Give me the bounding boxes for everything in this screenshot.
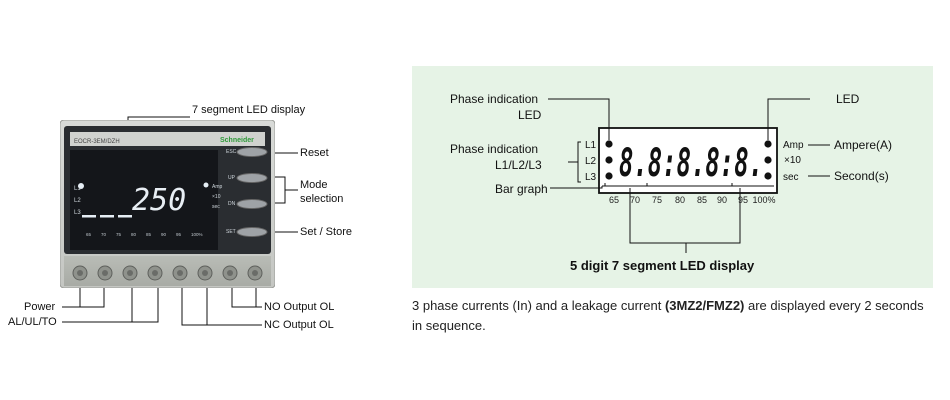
device-scale-tick: 100% xyxy=(191,232,203,237)
label-bar-graph: Bar graph xyxy=(495,182,548,196)
bar-graph-tick-label: 80 xyxy=(675,195,685,205)
device-scale-tick: 95 xyxy=(176,232,182,237)
callout-no-output-label: NO Output OL xyxy=(264,301,335,313)
device-unit-amp: Amp xyxy=(212,184,223,190)
callout-reset-label: Reset xyxy=(300,147,329,159)
detail-unit-x10: ×10 xyxy=(784,155,801,166)
terminal-screw-head xyxy=(127,270,133,276)
terminal-screw-head xyxy=(227,270,233,276)
seven-segment-digits: 8.8:8.8:8. xyxy=(619,141,763,186)
note-text-after: are displayed every 2 seconds in sequenc… xyxy=(412,298,924,333)
callout-power-label: Power xyxy=(24,301,56,313)
bar-graph-tick-label: 85 xyxy=(697,195,707,205)
callout-display-label: 7 segment LED display xyxy=(192,104,306,116)
callout-al-ul-to-label: AL/UL/TO xyxy=(8,316,57,328)
callout-nc-output-label: NC Output OL xyxy=(264,319,334,331)
reset-button[interactable] xyxy=(236,147,268,157)
phase-led-l1 xyxy=(605,140,613,148)
led-amp xyxy=(764,140,772,148)
description-note: 3 phase currents (In) and a leakage curr… xyxy=(412,296,937,336)
brand-logo-text: Schneider xyxy=(220,137,254,144)
callout-mode-label-2: selection xyxy=(300,193,344,205)
bar-graph-tick-label: 75 xyxy=(652,195,662,205)
device-phase-l3: L3 xyxy=(74,210,81,216)
callout-mode-label-1: Mode xyxy=(300,179,328,191)
bar-graph-tick-label: 70 xyxy=(630,195,640,205)
lcd-frame xyxy=(598,127,778,194)
detail-phase-l1: L1 xyxy=(585,140,597,151)
phase-led-l3 xyxy=(605,172,613,180)
phase-led-l2 xyxy=(605,156,613,164)
bar-graph-tick-label: 95 xyxy=(738,195,748,205)
device-scale-tick: 65 xyxy=(86,232,92,237)
device-scale-tick: 85 xyxy=(146,232,152,237)
button-dn-label: DN xyxy=(228,201,236,207)
note-text-before: 3 phase currents (In) and a leakage curr… xyxy=(412,298,665,313)
label-seconds: Second(s) xyxy=(834,169,889,183)
label-phase-indication-led-1: Phase indication xyxy=(450,92,539,106)
detail-unit-amp: Amp xyxy=(783,140,804,151)
device-leader-lines xyxy=(62,116,298,326)
note-text-bold: (3MZ2/FMZ2) xyxy=(664,298,745,313)
device-scale-tick: 90 xyxy=(161,232,167,237)
callout-set-store-label: Set / Store xyxy=(300,226,352,238)
device-display-value: 250 xyxy=(132,183,186,218)
bar-graph-tick-label: 65 xyxy=(609,195,619,205)
led-sec xyxy=(764,172,772,180)
terminal-screw-head xyxy=(177,270,183,276)
label-phase-indication-2: Phase indication xyxy=(450,142,539,156)
led-x10 xyxy=(764,156,772,164)
detail-phase-l3: L3 xyxy=(585,172,597,183)
device-unit-x10: ×10 xyxy=(212,194,221,200)
button-up-label: UP xyxy=(228,175,236,181)
detail-phase-l2: L2 xyxy=(585,156,597,167)
button-esc-label: ESC xyxy=(226,149,237,155)
terminal-screw-head xyxy=(152,270,158,276)
relay-device: EOCR-3EM/DZH Schneider L1 L2 L3 250 Amp … xyxy=(60,120,275,288)
detail-unit-sec: sec xyxy=(783,172,799,183)
down-button[interactable] xyxy=(236,199,268,209)
button-set-label: SET xyxy=(226,229,236,235)
device-scale-tick: 70 xyxy=(101,232,107,237)
up-button[interactable] xyxy=(236,173,268,183)
label-ampere: Ampere(A) xyxy=(834,138,893,152)
terminal-screw-head xyxy=(102,270,108,276)
device-scale-tick: 80 xyxy=(131,232,137,237)
terminal-screw-head xyxy=(77,270,83,276)
device-phase-l1: L1 xyxy=(74,186,81,192)
label-led: LED xyxy=(836,92,860,106)
device-scale-tick: 75 xyxy=(116,232,122,237)
display-caption: 5 digit 7 segment LED display xyxy=(570,258,755,273)
label-phase-indication-l123: L1/L2/L3 xyxy=(495,158,542,172)
label-phase-indication-led-2: LED xyxy=(518,108,542,122)
terminal-screw-head xyxy=(202,270,208,276)
set-button[interactable] xyxy=(236,227,268,237)
bar-graph-tick-label: 100% xyxy=(752,195,775,205)
terminal-screw-head xyxy=(252,270,258,276)
bar-graph-tick-label: 90 xyxy=(717,195,727,205)
model-label: EOCR-3EM/DZH xyxy=(74,139,120,145)
device-phase-l2: L2 xyxy=(74,198,81,204)
device-unit-sec: sec xyxy=(212,204,220,210)
